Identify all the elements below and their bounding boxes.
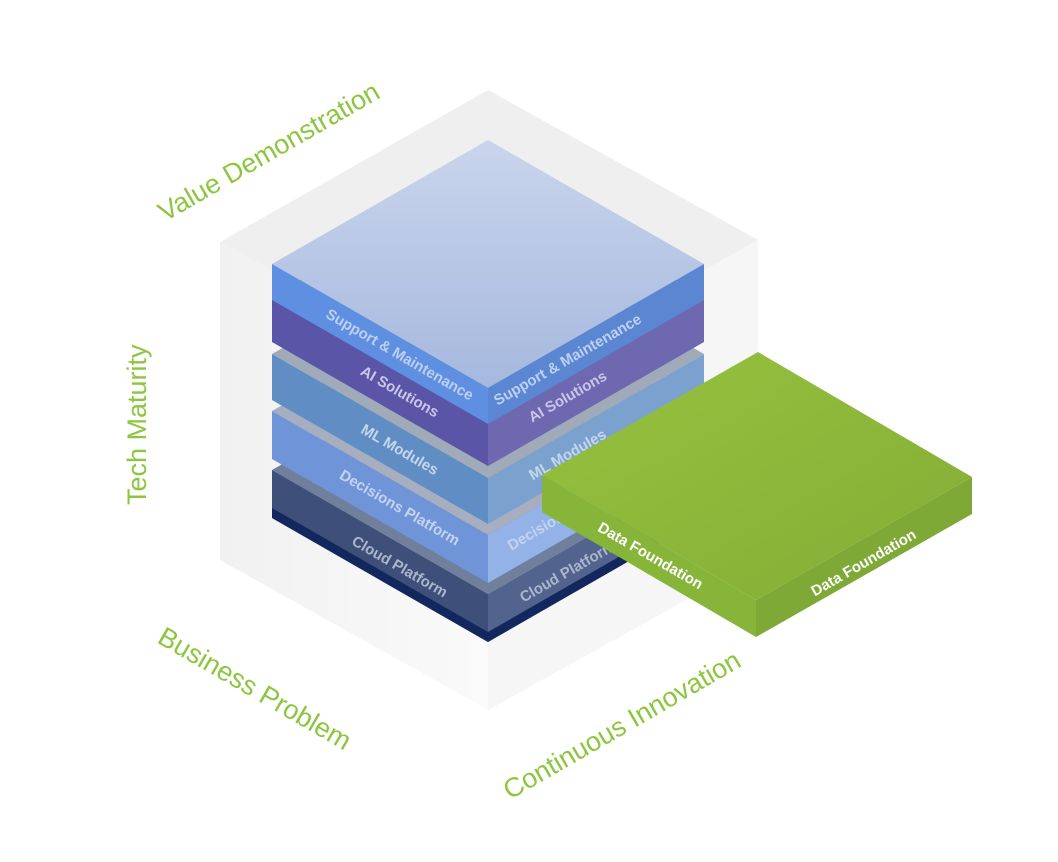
layer-left-face	[272, 264, 488, 424]
data-foundation-top-face	[542, 352, 972, 600]
layer-left-face	[272, 296, 488, 466]
axis-label-tech-maturity: Tech Maturity	[122, 344, 152, 505]
data-foundation-right-face	[756, 477, 972, 637]
layer-right-face	[488, 264, 704, 424]
layer-left-face	[272, 354, 488, 524]
layer-right-face	[488, 296, 704, 466]
data-foundation-left-face	[542, 475, 756, 637]
layer-left-band	[272, 508, 488, 642]
layer-left-face	[272, 411, 488, 583]
axis-label-business-problem: Business Problem	[153, 621, 356, 756]
layer-left-face	[272, 470, 488, 642]
